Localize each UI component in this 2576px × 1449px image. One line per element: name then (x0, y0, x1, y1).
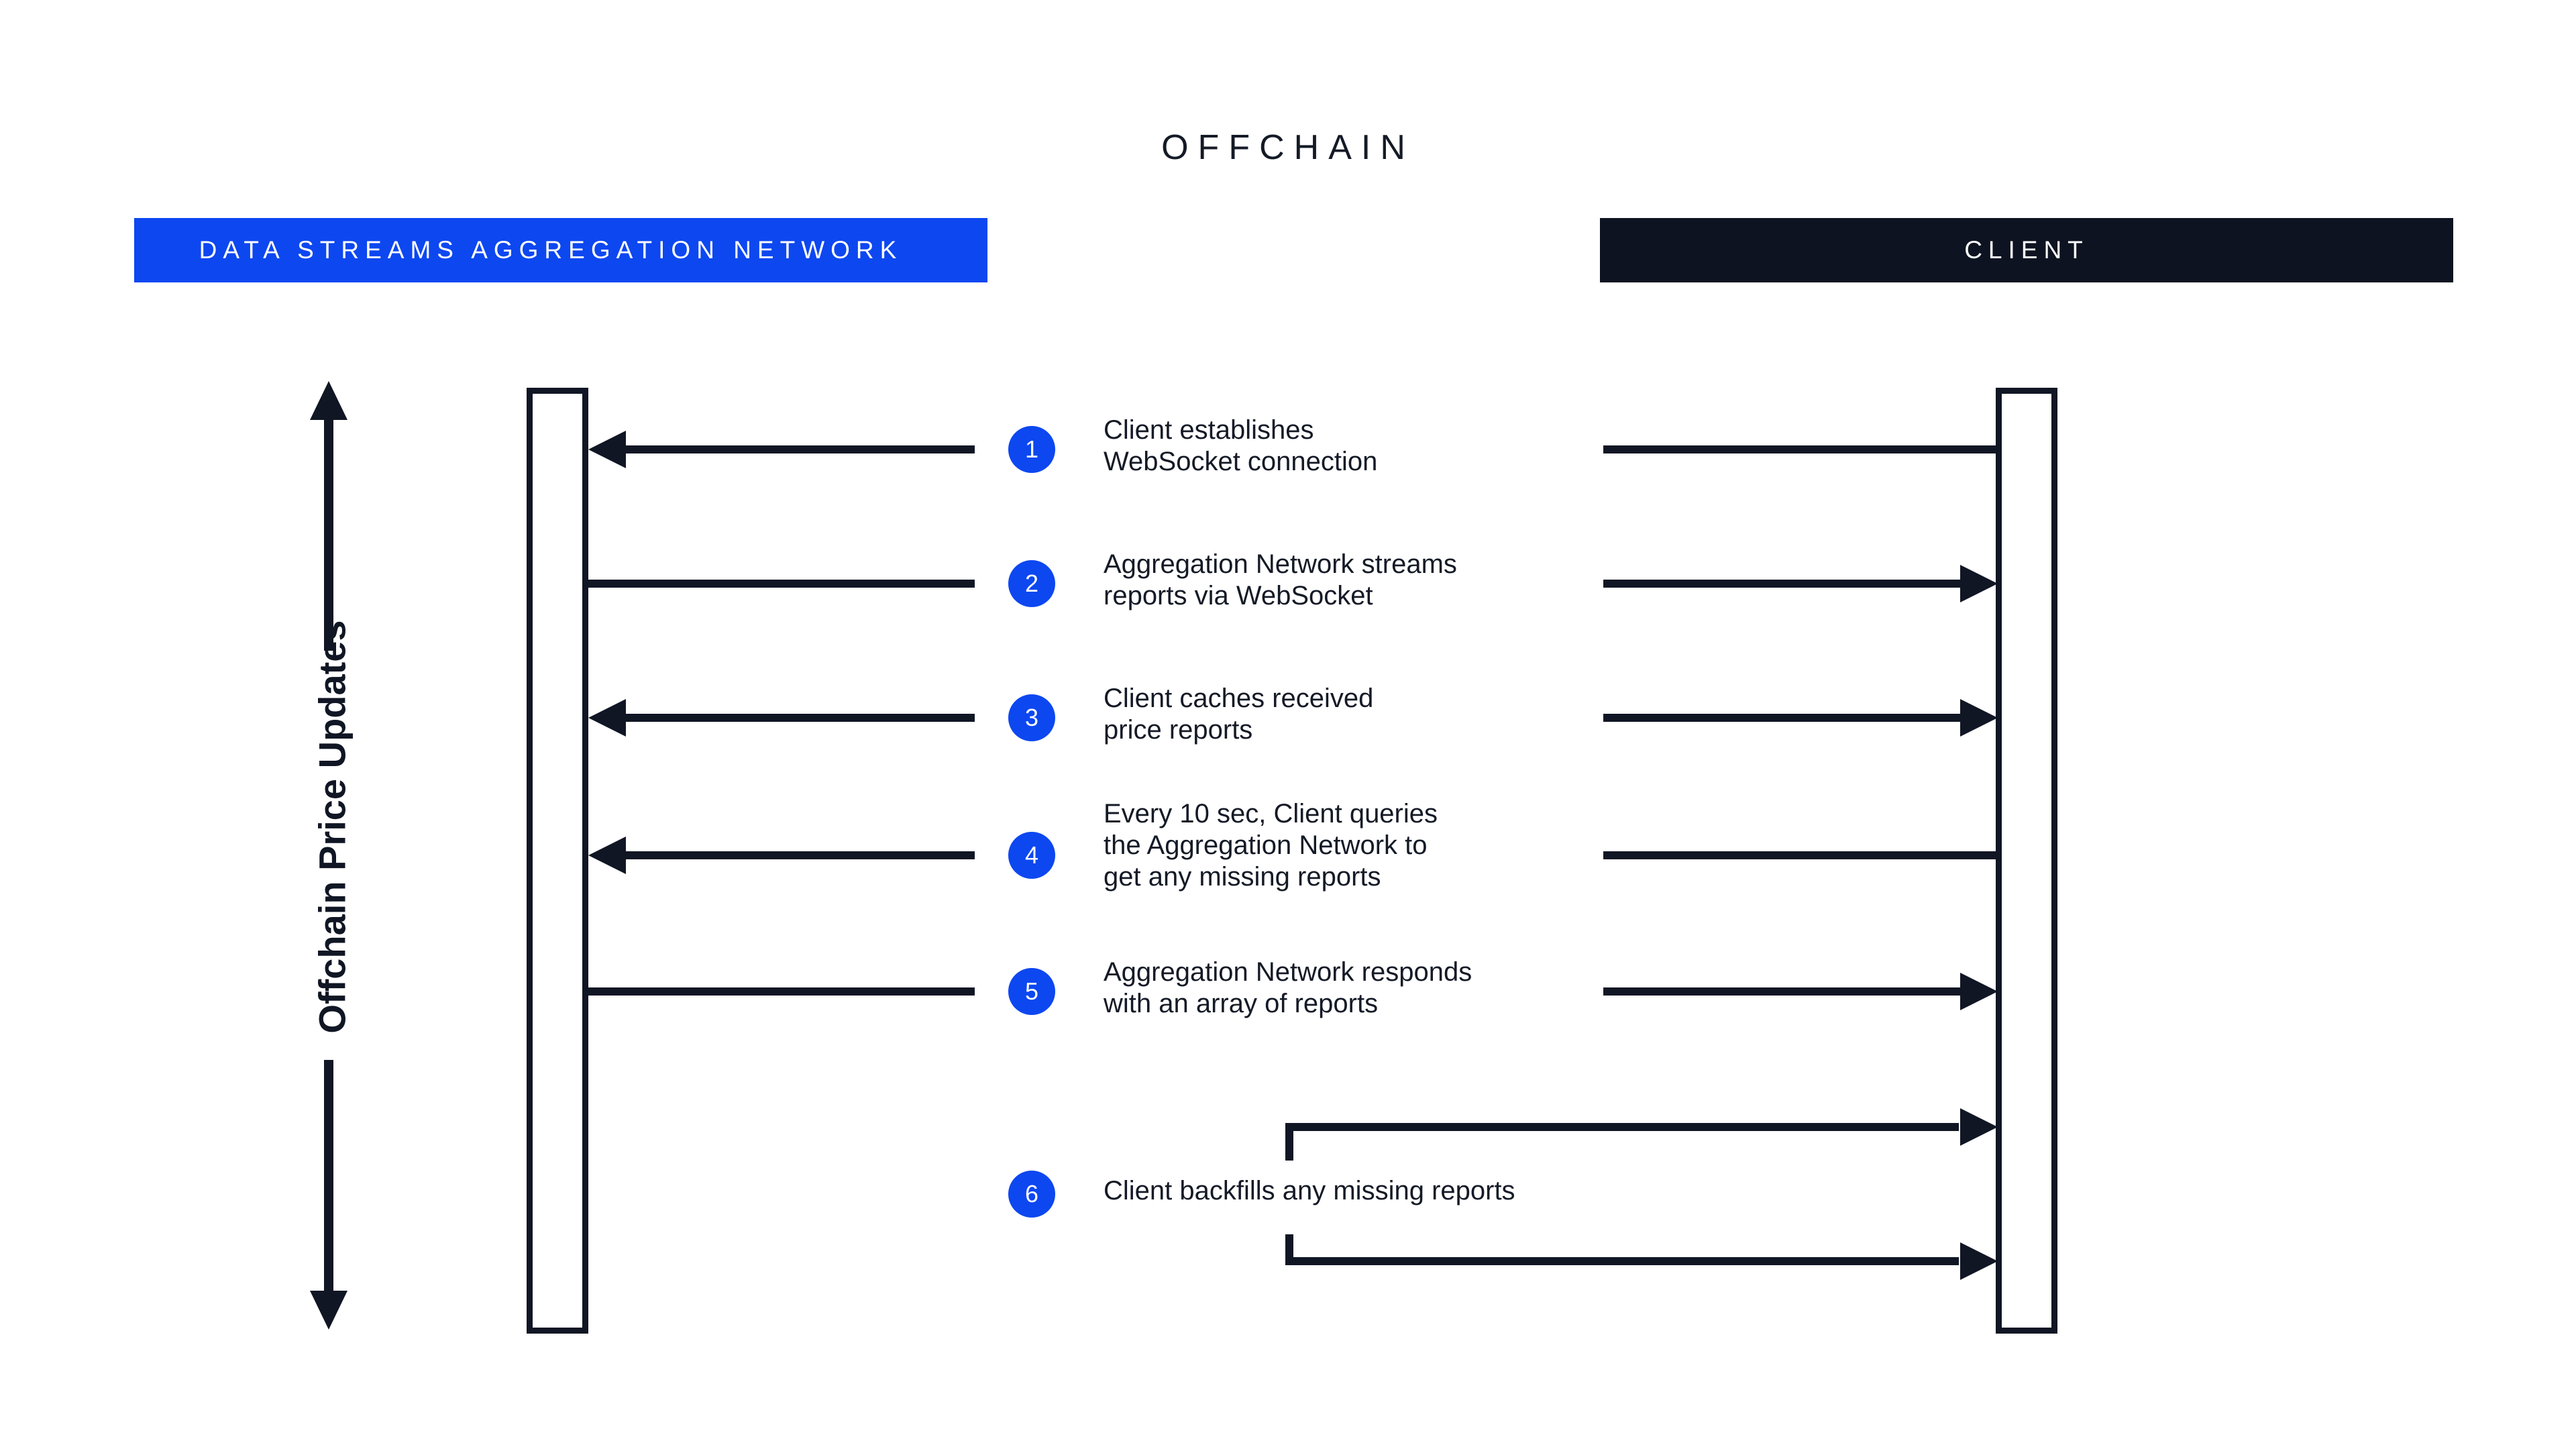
step-caption-2: Aggregation Network streams reports via … (1104, 549, 1613, 612)
step-badge-5: 5 (1008, 968, 1055, 1015)
actor-label-aggregation-network: DATA STREAMS AGGREGATION NETWORK (199, 236, 903, 264)
step-caption-4-line-3: get any missing reports (1104, 862, 1381, 892)
lifeline-aggregation-network (527, 388, 588, 1334)
step-caption-5-line-1: Aggregation Network responds (1104, 957, 1472, 987)
double-arrow-icon (310, 381, 347, 1330)
step-caption-2-line-1: Aggregation Network streams (1104, 549, 1457, 579)
step-caption-4-line-2: the Aggregation Network to (1104, 830, 1428, 861)
step-caption-3: Client caches received price reports (1104, 683, 1613, 746)
step-caption-5: Aggregation Network responds with an arr… (1104, 957, 1613, 1020)
offchain-price-updates-label: Offchain Price Updates (311, 620, 354, 1034)
step-caption-6-line-1: Client backfills any missing reports (1104, 1176, 1515, 1205)
actor-header-client: CLIENT (1600, 218, 2453, 282)
step-caption-3-line-2: price reports (1104, 715, 1253, 745)
step-caption-4: Every 10 sec, Client queries the Aggrega… (1104, 798, 1613, 894)
step-badge-3: 3 (1008, 694, 1055, 741)
step-caption-1-line-1: Client establishes (1104, 415, 1314, 445)
step-badge-4: 4 (1008, 832, 1055, 879)
step-badge-1: 1 (1008, 426, 1055, 473)
step-caption-6: Client backfills any missing reports (1104, 1175, 1707, 1207)
step-badge-2: 2 (1008, 560, 1055, 607)
lifeline-client (1996, 388, 2057, 1334)
step-caption-4-line-1: Every 10 sec, Client queries (1104, 799, 1438, 828)
offchain-price-updates-axis: Offchain Price Updates (288, 376, 376, 1335)
actor-header-aggregation-network: DATA STREAMS AGGREGATION NETWORK (134, 218, 987, 282)
step-caption-2-line-2: reports via WebSocket (1104, 581, 1373, 611)
actor-label-client: CLIENT (1964, 236, 2089, 264)
step-caption-5-line-2: with an array of reports (1104, 989, 1379, 1019)
step-badge-6: 6 (1008, 1171, 1055, 1218)
step-caption-1: Client establishes WebSocket connection (1104, 415, 1613, 478)
step-caption-3-line-1: Client caches received (1104, 684, 1374, 713)
step-caption-1-line-2: WebSocket connection (1104, 447, 1378, 477)
page-title: OFFCHAIN (1161, 128, 1415, 167)
